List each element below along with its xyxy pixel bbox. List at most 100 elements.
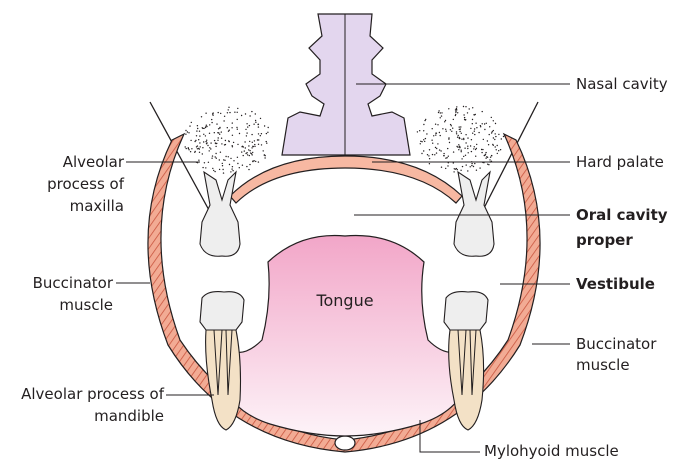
stipple-dot — [252, 146, 253, 147]
label-hard-palate: Hard palate — [576, 153, 664, 171]
stipple-dot — [474, 146, 475, 147]
stipple-dot — [232, 145, 233, 146]
label-buccinator-left-line1: Buccinator — [33, 274, 114, 292]
stipple-dot — [211, 158, 212, 159]
stipple-dot — [445, 168, 446, 169]
stipple-dot — [245, 147, 246, 148]
stipple-dot — [209, 147, 210, 148]
stipple-dot — [423, 139, 424, 140]
stipple-dot — [223, 172, 224, 173]
stipple-dot — [451, 125, 452, 126]
stipple-dot — [461, 139, 462, 140]
stipple-dot — [485, 158, 486, 159]
stipple-dot — [221, 131, 222, 132]
stipple-dot — [202, 167, 203, 168]
stipple-dot — [237, 112, 238, 113]
stipple-dot — [463, 156, 464, 157]
stipple-dot — [189, 125, 190, 126]
stipple-dot — [246, 166, 247, 167]
stipple-dot — [457, 112, 458, 113]
stipple-dot — [230, 158, 231, 159]
stipple-dot — [185, 134, 186, 135]
stipple-dot — [458, 144, 459, 145]
stipple-dot — [254, 160, 255, 161]
stipple-dot — [472, 107, 473, 108]
stipple-dot — [484, 129, 485, 130]
stipple-dot — [203, 134, 204, 135]
stipple-dot — [264, 157, 265, 158]
stipple-dot — [460, 170, 461, 171]
stipple-dot — [248, 169, 249, 170]
stipple-dot — [435, 133, 436, 134]
stipple-dot — [444, 121, 445, 122]
stipple-dot — [423, 130, 424, 131]
stipple-dot — [429, 149, 430, 150]
stipple-dot — [237, 108, 238, 109]
stipple-dot — [438, 112, 439, 113]
stipple-dot — [472, 133, 473, 134]
stipple-dot — [212, 115, 213, 116]
stipple-dot — [221, 138, 222, 139]
stipple-dot — [228, 109, 229, 110]
stipple-dot — [461, 151, 462, 152]
stipple-dot — [500, 149, 501, 150]
stipple-dot — [465, 119, 466, 120]
stipple-dot — [196, 135, 197, 136]
stipple-dot — [440, 112, 441, 113]
stipple-dot — [254, 140, 255, 141]
mylohyoid-raphe — [335, 436, 355, 450]
stipple-dot — [488, 144, 489, 145]
stipple-dot — [425, 138, 426, 139]
stipple-dot — [443, 153, 444, 154]
stipple-dot — [491, 132, 492, 133]
stipple-dot — [211, 119, 212, 120]
hard-palate — [230, 156, 462, 203]
stipple-dot — [200, 146, 201, 147]
stipple-dot — [212, 155, 213, 156]
stipple-dot — [220, 113, 221, 114]
stipple-dot — [230, 171, 231, 172]
stipple-dot — [188, 147, 189, 148]
stipple-dot — [474, 128, 475, 129]
stipple-dot — [492, 131, 493, 132]
stipple-dot — [244, 150, 245, 151]
stipple-dot — [251, 153, 252, 154]
stipple-dot — [489, 126, 490, 127]
stipple-dot — [491, 155, 492, 156]
stipple-dot — [488, 164, 489, 165]
stipple-dot — [251, 147, 252, 148]
stipple-dot — [215, 146, 216, 147]
stipple-dot — [457, 137, 458, 138]
label-alveolar-mandible-line1: Alveolar process of — [21, 385, 165, 403]
stipple-dot — [487, 157, 488, 158]
stipple-dot — [213, 170, 214, 171]
stipple-dot — [264, 125, 265, 126]
stipple-dot — [258, 144, 259, 145]
stipple-dot — [487, 140, 488, 141]
stipple-dot — [209, 150, 210, 151]
stipple-dot — [205, 167, 206, 168]
stipple-dot — [210, 148, 211, 149]
label-alveolar-maxilla-line2: process of — [47, 175, 125, 193]
stipple-dot — [266, 143, 267, 144]
stipple-dot — [458, 149, 459, 150]
stipple-dot — [436, 148, 437, 149]
stipple-dot — [468, 152, 469, 153]
stipple-dot — [198, 139, 199, 140]
stipple-dot — [247, 126, 248, 127]
stipple-dot — [199, 142, 200, 143]
stipple-dot — [441, 167, 442, 168]
stipple-dot — [455, 111, 456, 112]
stipple-dot — [491, 117, 492, 118]
stipple-dot — [242, 146, 243, 147]
stipple-dot — [471, 163, 472, 164]
stipple-dot — [217, 132, 218, 133]
stipple-dot — [221, 143, 222, 144]
stipple-dot — [190, 140, 191, 141]
lower-tooth-left — [200, 292, 244, 430]
stipple-dot — [222, 165, 223, 166]
stipple-dot — [461, 150, 462, 151]
stipple-dot — [232, 135, 233, 136]
stipple-dot — [470, 166, 471, 167]
